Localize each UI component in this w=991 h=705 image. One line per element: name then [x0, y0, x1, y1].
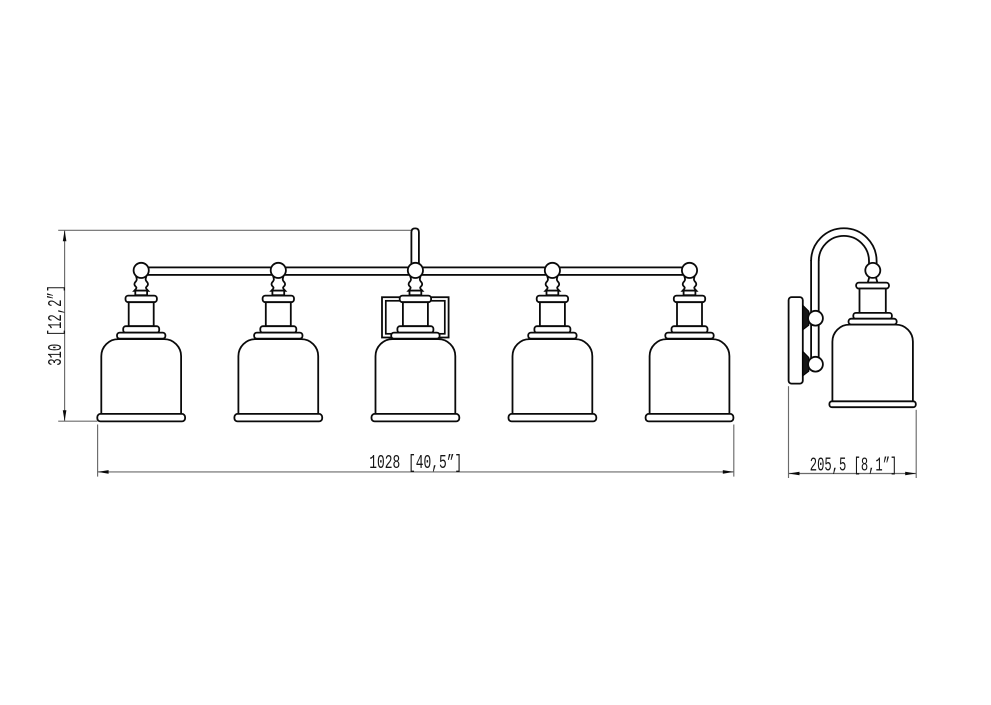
- svg-text:205,5 [8,1”]: 205,5 [8,1”]: [810, 454, 898, 476]
- svg-text:1028 [40,5”]: 1028 [40,5”]: [369, 452, 462, 474]
- svg-text:310 [12,2”]: 310 [12,2”]: [45, 285, 67, 366]
